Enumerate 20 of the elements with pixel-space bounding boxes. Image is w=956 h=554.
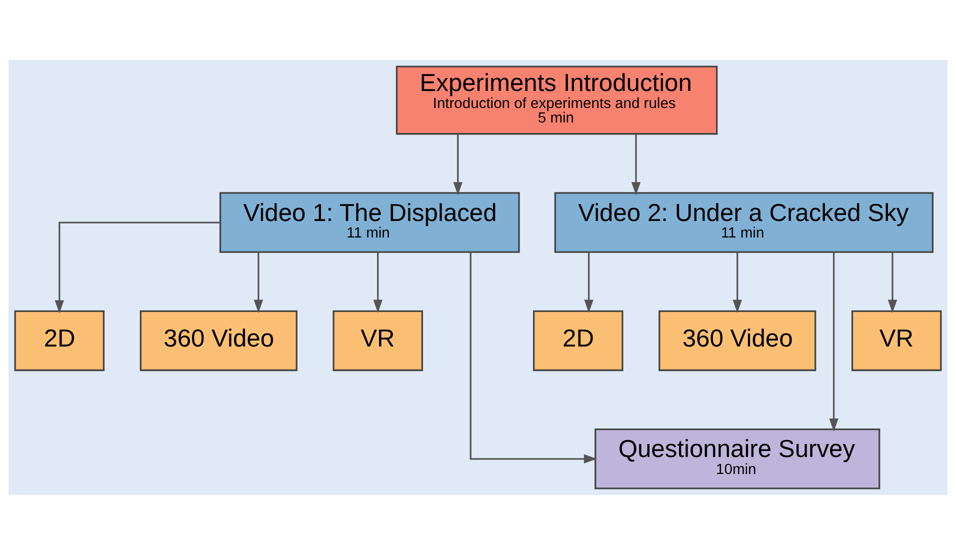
node-box: 360 Video (140, 310, 298, 371)
node-box: 2D (532, 310, 624, 371)
node-box: Experiments Introduction Introduction of experiments and rules 5 min (396, 65, 718, 134)
node-box: Video 2: Under a Cracked Sky 11 min (554, 192, 934, 252)
arrow (54, 221, 220, 313)
arrow (254, 252, 264, 312)
arrow (829, 252, 838, 432)
node-box: VR (851, 310, 942, 371)
arrow (584, 252, 594, 312)
node-box: VR (332, 310, 423, 371)
arrow (373, 252, 382, 312)
node-box: Questionnaire Survey 10min (594, 428, 880, 489)
node-box: 2D (14, 310, 105, 371)
node-box: 360 Video (658, 310, 816, 371)
arrow (732, 252, 742, 312)
node-box: Video 1: The Displaced 11 min (219, 192, 520, 252)
arrow (888, 252, 898, 312)
arrow (470, 252, 598, 463)
arrow (631, 134, 641, 195)
arrow (453, 134, 462, 195)
